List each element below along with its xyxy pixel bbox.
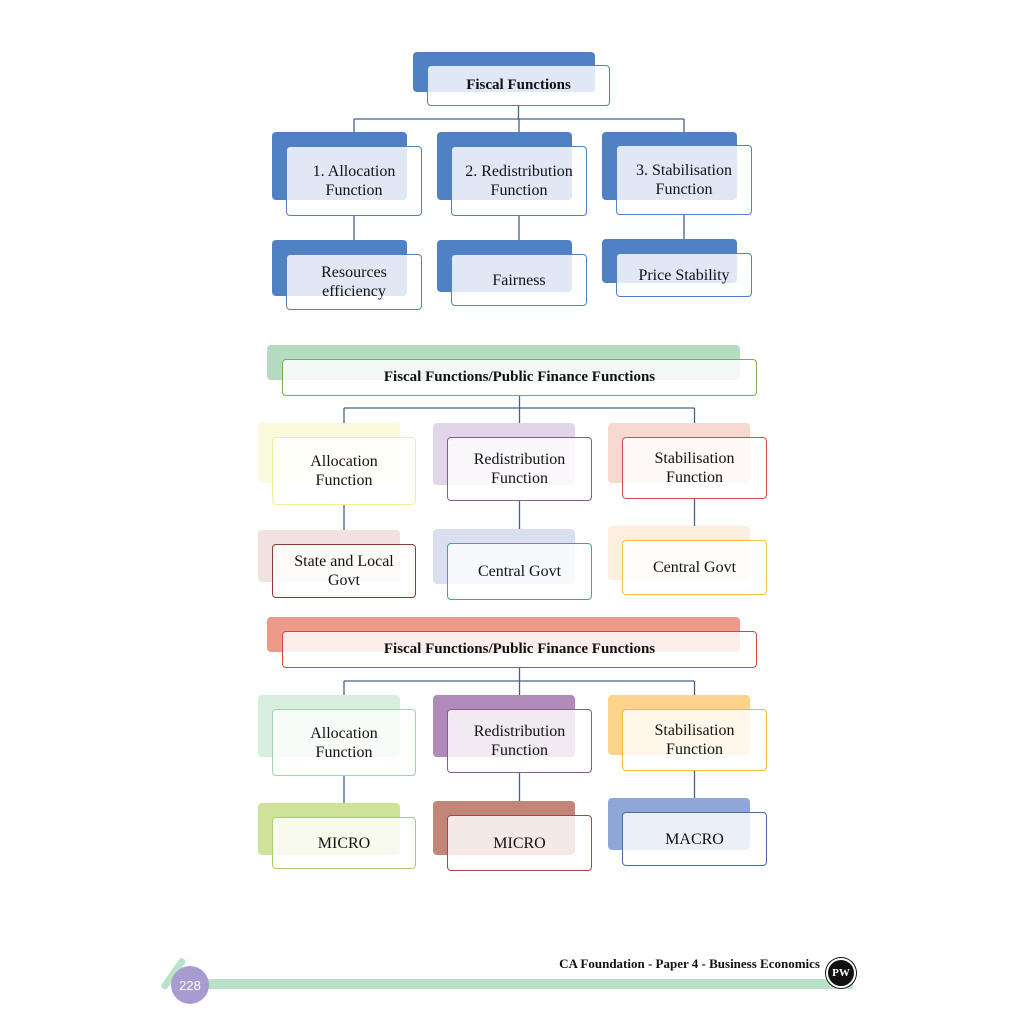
diagram-3-function-1-label: Allocation Function [272, 709, 416, 776]
diagram-2-function-1-label: Allocation Function [272, 437, 416, 505]
diagram-3-leaf-1-label: MICRO [272, 817, 416, 869]
diagram-3-root-label: Fiscal Functions/Public Finance Function… [282, 631, 757, 668]
diagram-1-function-2-label: 2. Redistribution Function [451, 146, 587, 216]
diagram-1-root-label: Fiscal Functions [427, 65, 610, 106]
diagram-2-leaf-2-label: Central Govt [447, 543, 592, 600]
diagram-3-leaf-2-label: MICRO [447, 815, 592, 871]
diagram-1-function-1-label: 1. Allocation Function [286, 146, 422, 216]
footer-bar [205, 979, 853, 989]
diagram-2-root-label: Fiscal Functions/Public Finance Function… [282, 359, 757, 396]
diagram-2-leaf-3-label: Central Govt [622, 540, 767, 595]
diagram-1-leaf-1-label: Resources efficiency [286, 254, 422, 310]
footer-title: CA Foundation - Paper 4 - Business Econo… [559, 956, 820, 971]
diagram-1-function-3-label: 3. Stabilisation Function [616, 145, 752, 215]
diagram-3-function-2-label: Redistribution Function [447, 709, 592, 773]
diagram-2-function-3-label: Stabilisation Function [622, 437, 767, 499]
diagram-2-leaf-1-label: State and Local Govt [272, 544, 416, 598]
diagram-1-leaf-2-label: Fairness [451, 254, 587, 306]
diagram-1-leaf-3-label: Price Stability [616, 253, 752, 297]
pw-logo: PW [826, 958, 856, 988]
page-number-badge: 228 [171, 966, 209, 1004]
diagram-3-leaf-3-label: MACRO [622, 812, 767, 866]
diagram-3-function-3-label: Stabilisation Function [622, 709, 767, 771]
diagram-2-function-2-label: Redistribution Function [447, 437, 592, 501]
